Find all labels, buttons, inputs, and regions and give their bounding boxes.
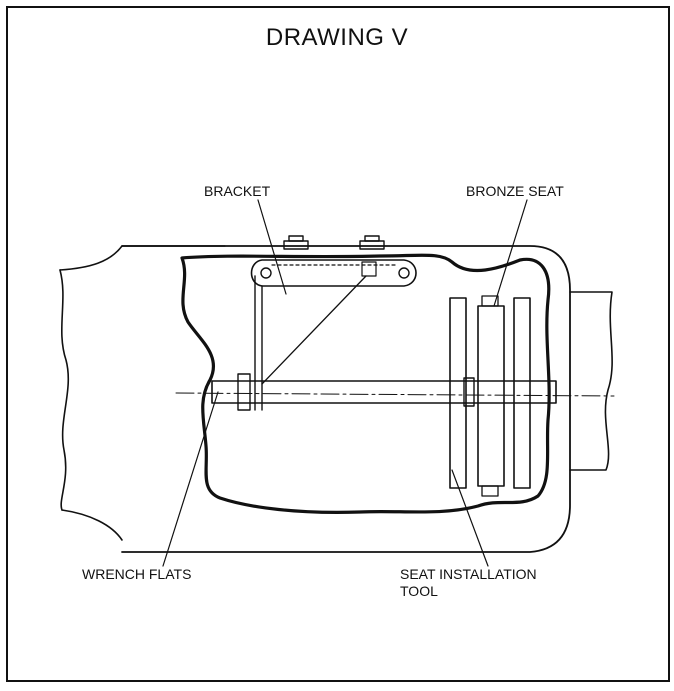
bracket-pin-right: [398, 267, 410, 279]
shaft-nut: [463, 377, 475, 407]
drawing-title: DRAWING V: [265, 24, 409, 51]
seat-installation-tool-line1: SEAT INSTALLATION: [400, 566, 537, 582]
bronze-seat: [477, 305, 505, 487]
bronze-seat-lip-top: [481, 295, 499, 307]
cutaway-opening: [180, 253, 551, 514]
left-pipe-bottom: [61, 509, 123, 541]
shaft-collar: [237, 373, 251, 411]
valve-body-outline: [121, 245, 571, 553]
seat-installation-tool-label: SEAT INSTALLATION TOOL: [400, 566, 537, 600]
wrench-flats-label: WRENCH FLATS: [82, 566, 192, 582]
bracket-body: [250, 259, 417, 287]
bronze-seat-lip-bottom: [481, 485, 499, 497]
tool-shaft: [211, 380, 557, 404]
left-pipe-break: [59, 269, 70, 511]
right-pipe: [569, 291, 613, 471]
top-bolt-left: [283, 235, 309, 250]
bracket-leader: [257, 199, 287, 295]
bracket-diagonal-link: [261, 275, 367, 385]
wrench-flats-leader: [162, 391, 219, 567]
bracket-pin-left: [260, 267, 272, 279]
tool-plate-right: [513, 297, 531, 489]
tool-plate-left: [449, 297, 467, 489]
drawing-frame: [6, 6, 670, 682]
top-bolt-right: [359, 235, 385, 250]
centerline: [175, 392, 615, 397]
bronze-seat-leader: [493, 199, 528, 307]
bracket-label: BRACKET: [204, 183, 271, 199]
seat-tool-leader: [451, 469, 489, 567]
bronze-seat-label: BRONZE SEAT: [466, 183, 564, 199]
seat-installation-tool-line2: TOOL: [400, 583, 438, 599]
bracket-clamp: [361, 261, 377, 277]
